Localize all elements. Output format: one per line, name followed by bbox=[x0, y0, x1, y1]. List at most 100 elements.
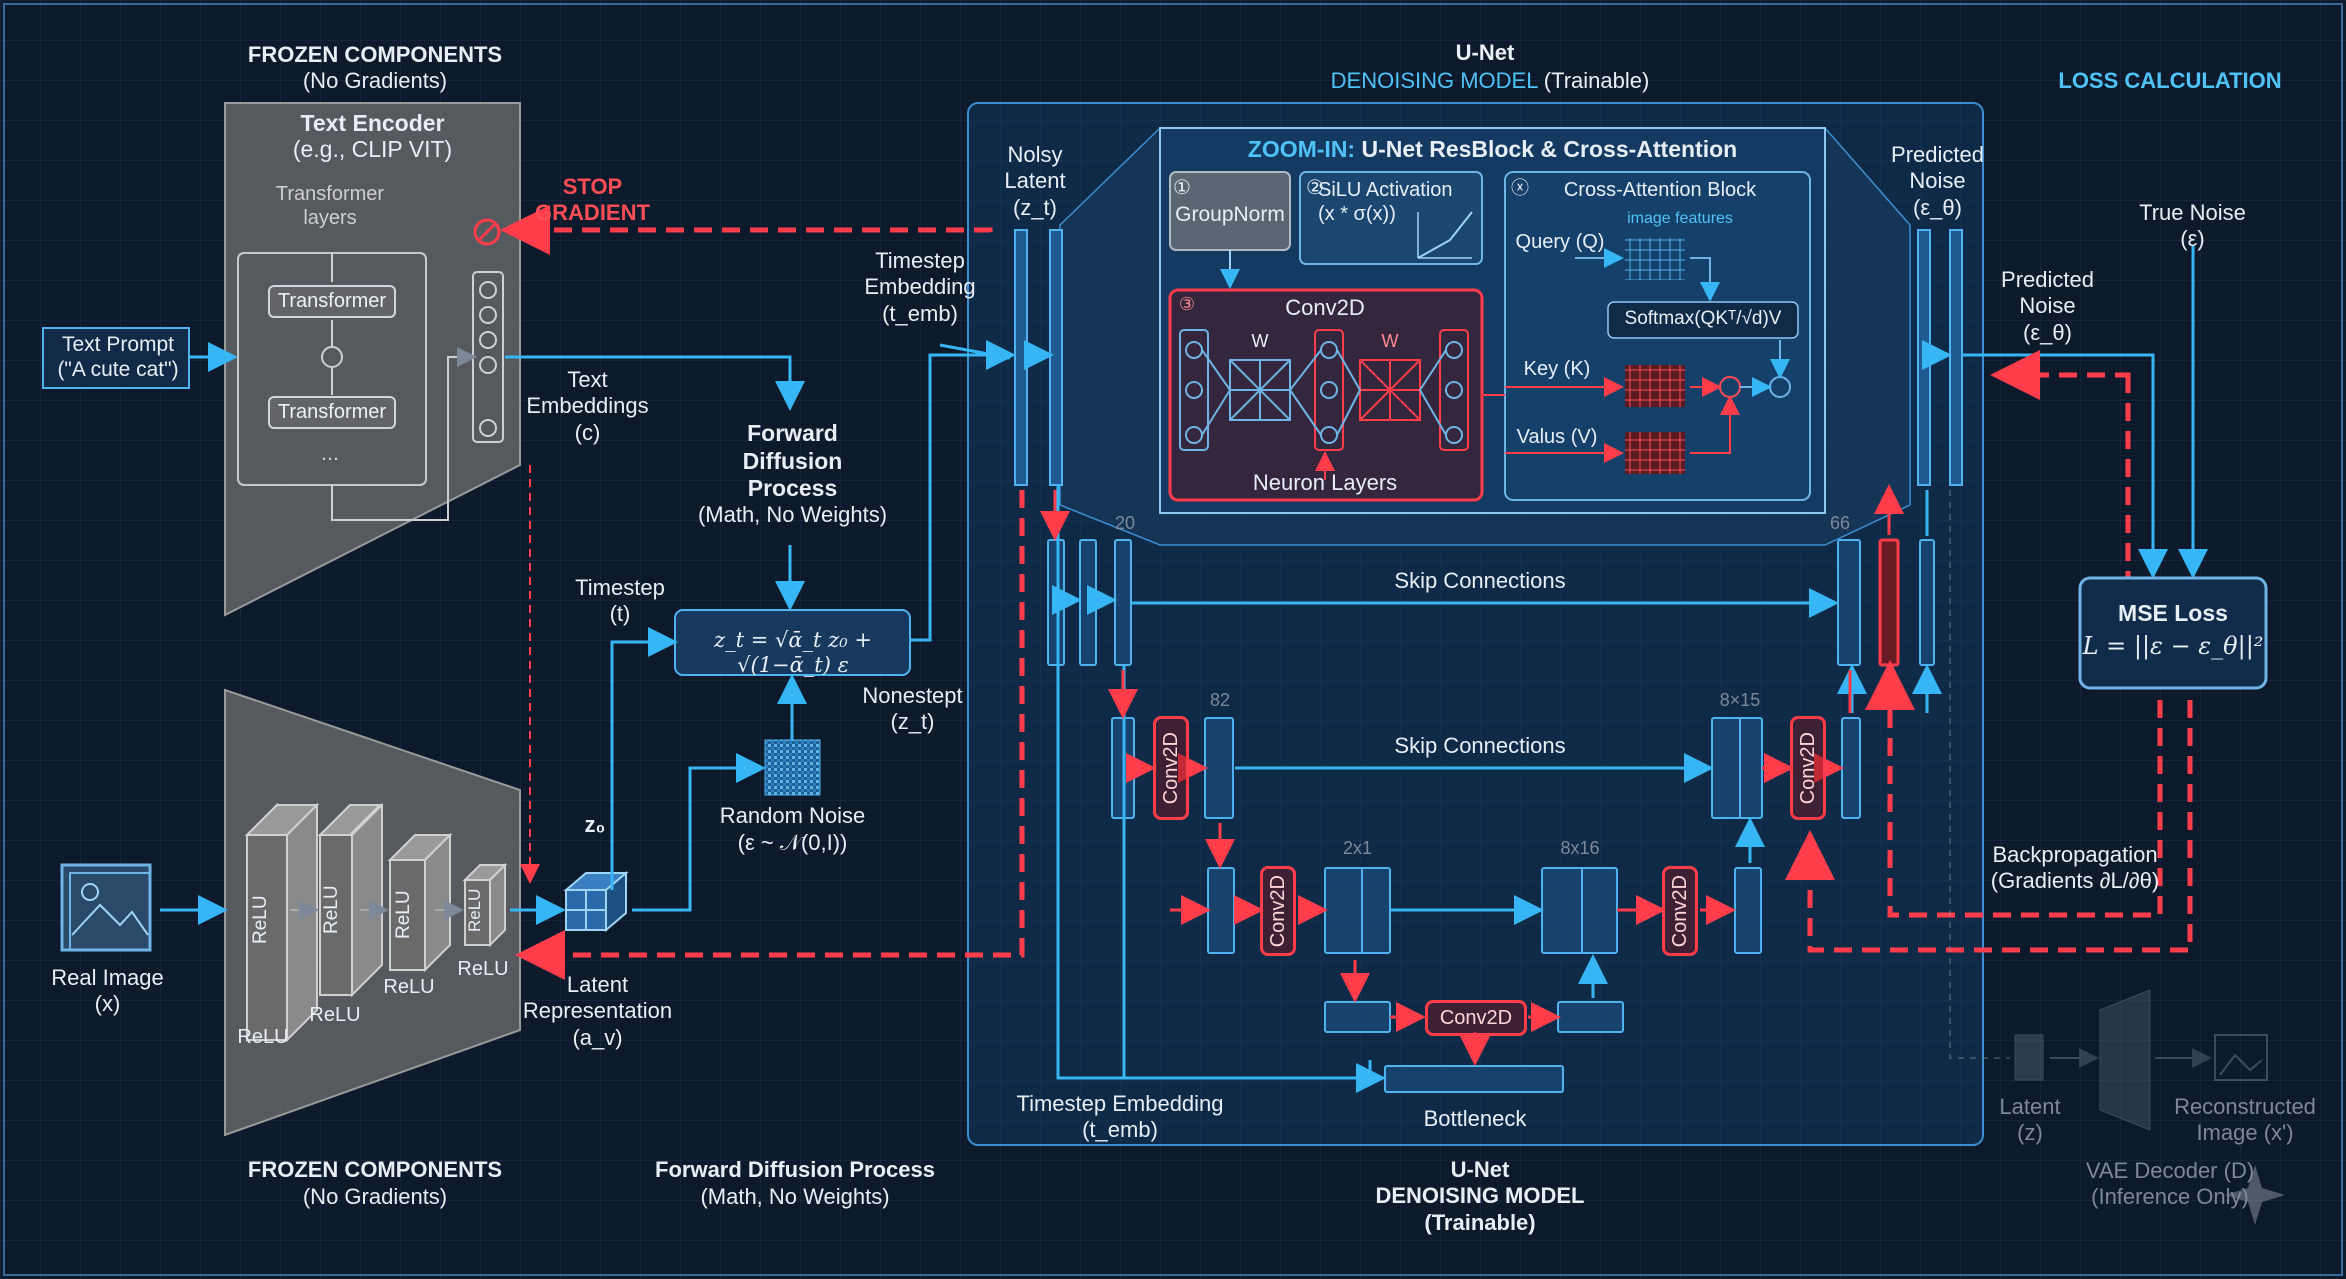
unet-top-trainable: (Trainable) bbox=[1543, 68, 1650, 93]
cross-attention-number: ⓧ bbox=[1511, 178, 1529, 198]
relu-label-6: ReLU bbox=[309, 1004, 361, 1026]
latent-representation-label: Latent Representation (a_v) bbox=[522, 972, 673, 1050]
conv2d-label-4: Conv2D bbox=[1796, 731, 1819, 805]
transformer-dots: ... bbox=[320, 440, 340, 465]
text-encoder-shape bbox=[224, 102, 521, 617]
mse-loss-title: MSE Loss bbox=[2118, 600, 2228, 626]
real-image-label: Real Image (x) bbox=[51, 965, 164, 1017]
conv2d-label-1: Conv2D bbox=[1159, 731, 1182, 805]
stop-gradient-icon bbox=[473, 218, 501, 246]
latent-cube-icon bbox=[563, 870, 629, 933]
random-noise-subtitle: (ε ~ 𝒩(0,I)) bbox=[737, 830, 848, 855]
predicted-noise-right-label: Predicted Noise (ε_θ) bbox=[2001, 267, 2094, 345]
relu-label-2: ReLU bbox=[321, 885, 342, 935]
true-noise-label: True Noise (ε) bbox=[2139, 200, 2246, 252]
mse-loss-formula: L = ||ε − ε_θ||² bbox=[2082, 632, 2264, 660]
vae-decoder-label: VAE Decoder (D) (Inference Only) bbox=[2085, 1158, 2255, 1210]
text-encoder-subtitle: (e.g., CLIP VIT) bbox=[292, 136, 453, 162]
text-embeddings-label: Text Embeddings (c) bbox=[526, 367, 649, 445]
unet-top-model: DENOISING MODEL bbox=[1330, 68, 1538, 93]
nonestept-label: Nonestept (z_t) bbox=[862, 683, 963, 735]
reconstructed-image-label: Reconstructed Image (x') bbox=[2174, 1094, 2316, 1146]
timestep-embedding-label: Timestep Embedding (t_emb) bbox=[864, 248, 976, 326]
latent-dim-label: Latent (z) bbox=[1999, 1094, 2061, 1146]
conv2d-bottleneck-block: Conv2D bbox=[1425, 1000, 1527, 1036]
frozen-top-title: FROZEN COMPONENTS bbox=[247, 42, 503, 67]
transformer-block-1: Transformer bbox=[268, 285, 396, 318]
conv2d-label-2: Conv2D bbox=[1266, 874, 1289, 948]
predicted-noise-top-label: Predicted Noise (ε_θ) bbox=[1891, 142, 1984, 220]
dim-label-2x1: 2x1 bbox=[1342, 838, 1373, 858]
unet-bottom-label: U-Net DENOISING MODEL (Trainable) bbox=[1375, 1157, 1585, 1235]
value-label: Valus (V) bbox=[1516, 426, 1598, 448]
text-encoder-title: Text Encoder bbox=[300, 110, 445, 136]
relu-label-7: ReLU bbox=[383, 976, 435, 998]
skip-connections-2: Skip Connections bbox=[1394, 733, 1566, 758]
backpropagation-label: Backpropagation (Gradients ∂L/∂θ) bbox=[1990, 842, 2160, 894]
zoom-in-heading: ZOOM-IN: U-Net ResBlock & Cross-Attentio… bbox=[1165, 136, 1820, 164]
relu-label-5: ReLU bbox=[237, 1026, 289, 1048]
image-features-label: image features bbox=[1627, 210, 1733, 227]
timestep-embedding-bottom-label: Timestep Embedding (t_emb) bbox=[1016, 1091, 1224, 1143]
z0-label: z₀ bbox=[584, 812, 606, 837]
relu-label-4: ReLU bbox=[465, 888, 484, 932]
dim-label-82: 82 bbox=[1209, 690, 1231, 710]
conv2d-zoom-label: Conv2D bbox=[1285, 295, 1365, 320]
conv2d-block-3: Conv2D bbox=[1662, 866, 1698, 956]
forward-bottom-title: Forward Diffusion Process bbox=[655, 1157, 935, 1182]
cross-attention-title: Cross-Attention Block bbox=[1563, 179, 1757, 201]
unet-top-subtitle: DENOISING MODEL (Trainable) bbox=[1300, 68, 1680, 94]
silu-box bbox=[1299, 171, 1483, 265]
zoom-prefix: ZOOM-IN: bbox=[1247, 136, 1356, 162]
noisy-latent-bar bbox=[1014, 229, 1028, 486]
real-image-icon bbox=[60, 863, 152, 952]
value-grid bbox=[1625, 432, 1685, 474]
dim-label-66: 66 bbox=[1829, 513, 1851, 533]
timestep-label: Timestep (t) bbox=[575, 575, 665, 627]
stop-gradient-label: STOP GRADIENT bbox=[535, 174, 650, 226]
relu-label-8: ReLU bbox=[457, 958, 509, 980]
transformer-block-2: Transformer bbox=[268, 396, 396, 429]
frozen-bottom-subtitle: (No Gradients) bbox=[302, 1184, 448, 1209]
conv2d-block-4: Conv2D bbox=[1790, 716, 1826, 820]
key-label: Key (K) bbox=[1523, 358, 1591, 380]
dim-label-20: 20 bbox=[1114, 513, 1136, 533]
weight-label-1: W bbox=[1251, 331, 1269, 351]
image-features-grid bbox=[1625, 238, 1685, 280]
skip-connections-1: Skip Connections bbox=[1394, 568, 1566, 593]
frozen-bottom-title: FROZEN COMPONENTS bbox=[247, 1157, 503, 1182]
text-prompt-box: Text Prompt ("A cute cat") bbox=[42, 327, 190, 389]
outer-frame bbox=[3, 3, 2343, 1276]
bottleneck-label: Bottleneck bbox=[1423, 1106, 1527, 1131]
neuron-layers-label: Neuron Layers bbox=[1252, 470, 1398, 495]
conv2d-label-3: Conv2D bbox=[1668, 874, 1691, 948]
mse-loss-box bbox=[2078, 576, 2268, 690]
relu-label-1: ReLU bbox=[250, 895, 271, 945]
query-label: Query (Q) bbox=[1515, 231, 1605, 253]
text-prompt-label: Text Prompt ("A cute cat") bbox=[57, 333, 179, 382]
random-noise-title: Random Noise bbox=[719, 803, 866, 828]
dim-label-8x16: 8x16 bbox=[1560, 838, 1600, 858]
unet-encoder-decoder-bars bbox=[1047, 539, 1935, 1093]
loss-calculation-title: LOSS CALCULATION bbox=[2058, 68, 2282, 93]
forward-formula: z_t = √ᾱ_t z₀ + √(1−ᾱ_t) ε bbox=[714, 628, 872, 678]
frozen-top-subtitle: (No Gradients) bbox=[302, 68, 448, 93]
predicted-noise-bar bbox=[1917, 229, 1931, 486]
silu-number: ② bbox=[1306, 177, 1324, 199]
conv2d-block-2: Conv2D bbox=[1260, 866, 1296, 956]
conv2d-number: ③ bbox=[1178, 294, 1196, 314]
forward-bottom-subtitle: (Math, No Weights) bbox=[700, 1184, 890, 1209]
zoom-title: U-Net ResBlock & Cross-Attention bbox=[1361, 136, 1738, 162]
random-noise-image bbox=[764, 739, 821, 796]
softmax-box bbox=[1607, 301, 1799, 339]
softmax-label: Softmax(QKᵀ/√d)V bbox=[1624, 308, 1782, 329]
vae-decoder-dim bbox=[1949, 490, 2285, 1225]
unet-top-title: U-Net bbox=[1455, 40, 1515, 65]
groupnorm-label: GroupNorm bbox=[1175, 203, 1285, 226]
relu-blocks bbox=[244, 802, 508, 1043]
relu-label-3: ReLU bbox=[393, 890, 414, 940]
neuron-layers-graph bbox=[1179, 329, 1469, 451]
groupnorm-number: ① bbox=[1173, 177, 1191, 199]
